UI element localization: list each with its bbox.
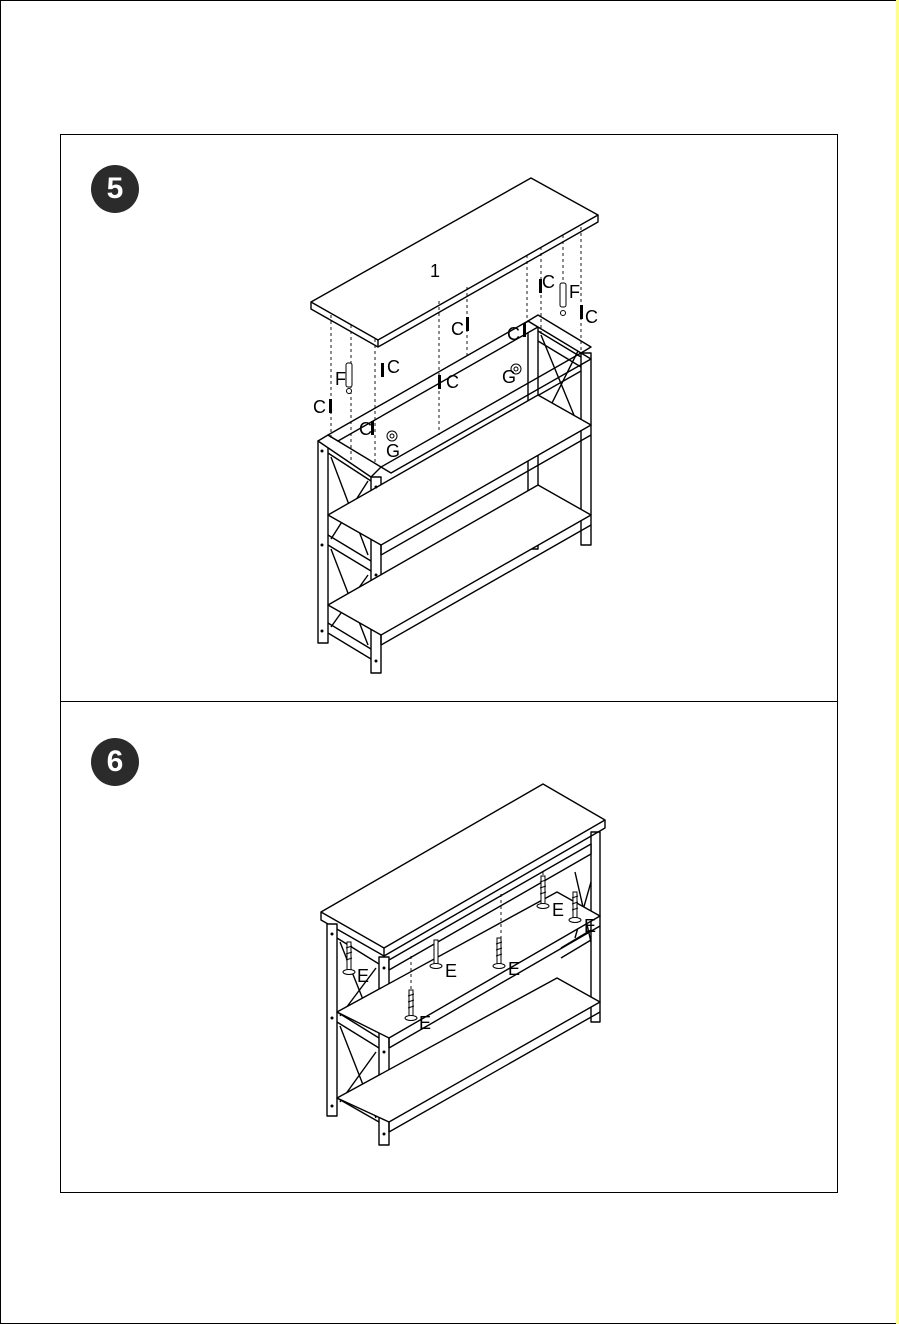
part-label-c: C [542,272,555,292]
back-left-leg [327,924,337,1116]
part-label-f: F [569,282,580,302]
part-label-g: G [386,441,400,461]
part-label-g: G [502,367,516,387]
part-label-e: E [357,966,369,986]
step-6-panel: 6 [60,701,838,1193]
step-5-illustration: 1 C F C C C C F C G C C G [61,135,837,701]
part-label-f: F [335,369,346,389]
part-label-e: E [445,961,457,981]
top-board [311,178,598,340]
step-5-panel: 5 [60,134,838,702]
part-label-c: C [451,319,464,339]
part-label-e: E [584,916,596,936]
part-label-c: C [359,419,372,439]
part-label-e: E [552,900,564,920]
board-label: 1 [430,261,440,281]
part-label-c: C [313,397,326,417]
step-6-illustration: E E E E E E [61,702,837,1192]
back-left-leg [318,441,328,643]
part-label-c: C [446,372,459,392]
part-label-c: C [387,357,400,377]
part-label-e: E [508,959,520,979]
part-label-e: E [419,1013,431,1033]
part-label-c: C [585,307,598,327]
part-label-c: C [507,324,520,344]
